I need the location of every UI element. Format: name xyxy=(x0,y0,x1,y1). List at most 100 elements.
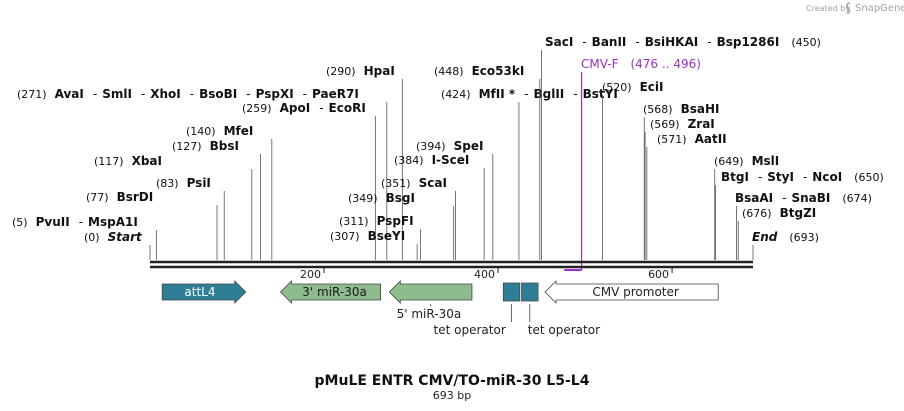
restriction-site: (520)EciI xyxy=(602,80,663,260)
site-name-separator: - xyxy=(635,35,639,49)
restriction-site: (351)ScaI xyxy=(381,176,456,260)
restriction-site: (571) AatII xyxy=(646,132,727,260)
scale-ticks: 200 400 600 xyxy=(300,267,673,281)
enzyme-name: BseYI xyxy=(368,229,406,243)
restriction-site: (117)XbaI xyxy=(94,154,253,260)
map-end-marker: (0) Start xyxy=(84,230,151,260)
enzyme-name: BsiHKAI xyxy=(645,35,699,49)
enzyme-name: BsrDI xyxy=(117,190,154,204)
site-name-separator: - xyxy=(758,170,762,184)
enzyme-name: AvaI xyxy=(55,87,84,101)
enzyme-name: BsaAI xyxy=(735,191,773,205)
enzyme-name: SpeI xyxy=(454,139,484,153)
enzyme-name: BanII xyxy=(592,35,627,49)
enzyme-name: ScaI xyxy=(419,176,447,190)
enzyme-name: MspA1I xyxy=(88,215,138,229)
enzyme-name: XhoI xyxy=(150,87,181,101)
feature-label: CMV promoter xyxy=(592,285,679,299)
restriction-site: (259)ApoI-EcoRI xyxy=(242,101,376,260)
map-end-marker: (693)End xyxy=(752,230,819,260)
feature-label: attL4 xyxy=(184,285,215,299)
scale-label: 400 xyxy=(474,268,495,281)
restriction-site: (127) BbsI xyxy=(172,139,261,260)
site-position: (571) xyxy=(657,133,687,146)
enzyme-name: StyI xyxy=(767,170,794,184)
feature-label: 5' miR-30a xyxy=(397,307,462,321)
end-label: End xyxy=(752,230,778,244)
primer-name: CMV-F xyxy=(581,57,619,71)
feature-tet-operator: tet operator xyxy=(434,282,521,337)
enzyme-name: SmlI xyxy=(102,87,132,101)
feature-cmv-promoter: CMV promoter xyxy=(544,280,719,304)
enzyme-name: SacI xyxy=(545,35,573,49)
enzyme-name: PspFI xyxy=(377,214,414,228)
restriction-site: (77)BsrDI xyxy=(86,190,218,260)
restriction-sites: (5)PvuII-MspA1I(77)BsrDI(83)PsiI(117)Xba… xyxy=(12,35,884,260)
enzyme-name: AatII xyxy=(695,132,727,146)
end-label: Start xyxy=(108,230,143,244)
enzyme-name: Bsp1286I xyxy=(717,35,780,49)
site-position: (384) xyxy=(394,154,424,167)
enzyme-name: MfII * xyxy=(479,87,516,101)
site-position: (450) xyxy=(791,36,821,49)
site-name-separator: - xyxy=(303,87,307,101)
restriction-site: (569)ZraI xyxy=(644,117,715,260)
site-position: (311) xyxy=(339,215,369,228)
feature-attl4: attL4 xyxy=(161,280,247,304)
credit-brand: SnapGene xyxy=(855,3,904,14)
feature-shape xyxy=(544,280,719,304)
enzyme-name: EcoRI xyxy=(329,101,366,115)
site-name-separator: - xyxy=(782,191,786,205)
site-name-separator: - xyxy=(190,87,194,101)
restriction-site: (424)MfII *-BglII-BstYI xyxy=(441,87,618,260)
enzyme-name: BtgI xyxy=(721,170,749,184)
enzyme-name: BbsI xyxy=(210,139,239,153)
site-position: (290) xyxy=(326,65,356,78)
restriction-site: (568)BsaHI xyxy=(643,102,720,260)
site-position: (5) xyxy=(12,216,28,229)
site-name-separator: - xyxy=(573,87,577,101)
feature-label: tet operator xyxy=(528,323,600,337)
site-position: (569) xyxy=(650,118,680,131)
site-name-separator: - xyxy=(707,35,711,49)
site-position: (307) xyxy=(330,230,360,243)
map-title: pMuLE ENTR CMV/TO-miR-30 L5-L4 xyxy=(315,373,590,389)
site-position: (649) xyxy=(714,155,744,168)
feature-shape xyxy=(279,280,381,304)
enzyme-name: Eco53kI xyxy=(472,64,525,78)
restriction-site: SacI-BanII-BsiHKAI-Bsp1286I(450) xyxy=(541,35,821,260)
restriction-site: BtgI-StyI-NcoI(650) xyxy=(715,170,884,260)
restriction-site: (271)AvaI-SmlI-XhoI-BsoBI-PspXI-PaeR7I xyxy=(17,87,388,260)
enzyme-name: BstYI xyxy=(583,87,618,101)
feature-shape xyxy=(502,282,521,302)
primer-annotation: CMV-F (476 .. 496) xyxy=(564,57,701,271)
feature-shape xyxy=(521,282,539,302)
enzyme-name: BsgI xyxy=(386,191,415,205)
restriction-site: (448)Eco53kI xyxy=(434,64,541,260)
primer-range: (476 .. 496) xyxy=(630,57,700,71)
site-position: (271) xyxy=(17,88,47,101)
feature-label: 3' miR-30a xyxy=(302,285,367,299)
enzyme-name: EciI xyxy=(640,80,664,94)
enzyme-name: I-SceI xyxy=(432,153,470,167)
scale-label: 600 xyxy=(648,268,669,281)
site-position: (674) xyxy=(842,192,872,205)
site-name-separator: - xyxy=(93,87,97,101)
site-position: (568) xyxy=(643,103,673,116)
feature-5-mir-30a: 5' miR-30a xyxy=(388,280,473,321)
enzyme-name: BtgZI xyxy=(780,206,817,220)
site-name-separator: - xyxy=(141,87,145,101)
dna-backbone xyxy=(150,260,753,269)
enzyme-name: NcoI xyxy=(812,170,842,184)
end-position: (0) xyxy=(84,231,100,244)
enzyme-name: ApoI xyxy=(280,101,311,115)
site-position: (83) xyxy=(156,177,179,190)
enzyme-name: SnaBI xyxy=(791,191,830,205)
restriction-site: (140)MfeI xyxy=(186,124,273,260)
feature-3-mir-30a: 3' miR-30a xyxy=(279,280,381,304)
restriction-site: (394)SpeI xyxy=(416,139,494,260)
site-position: (127) xyxy=(172,140,202,153)
site-name-separator: - xyxy=(246,87,250,101)
site-position: (650) xyxy=(854,171,884,184)
scale-label: 200 xyxy=(300,268,321,281)
